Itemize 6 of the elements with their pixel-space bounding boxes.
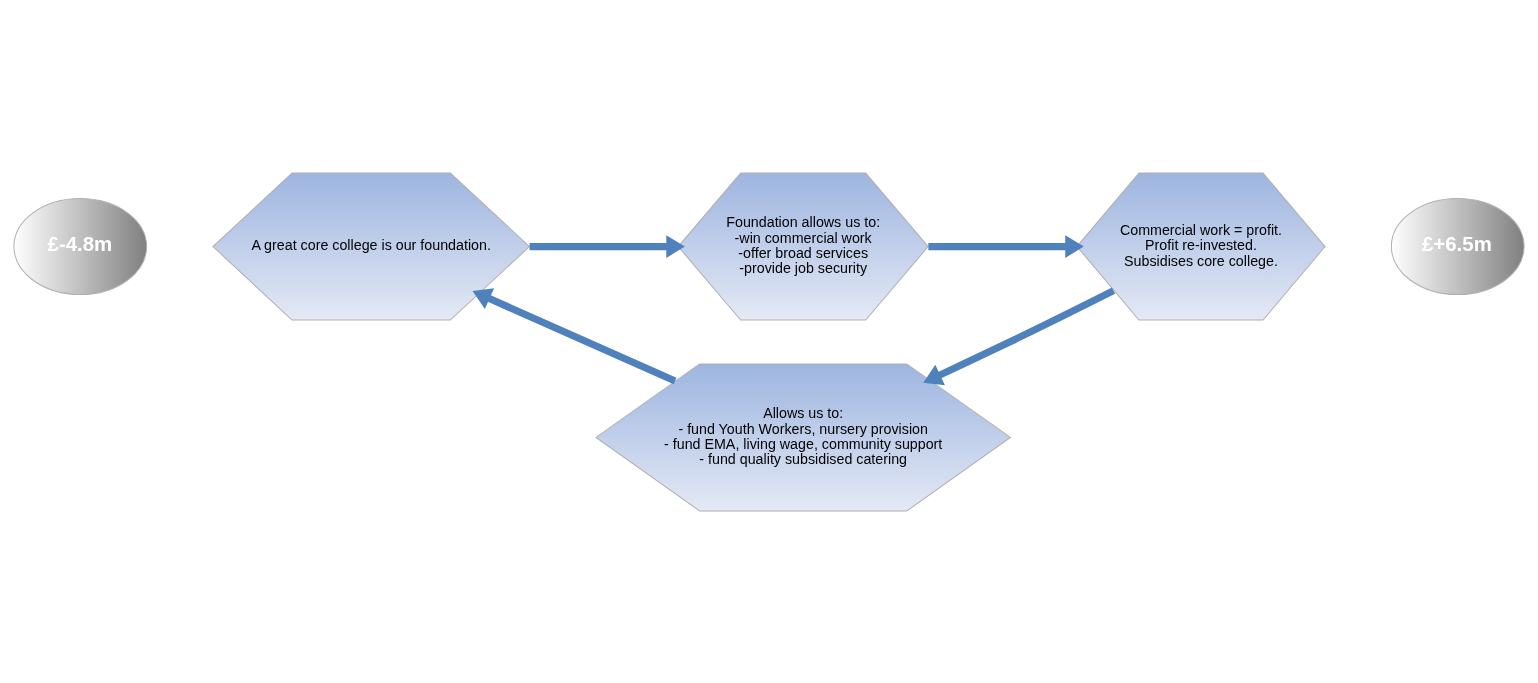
arrow — [928, 234, 1084, 258]
node-ellipse: £+6.5m — [1390, 197, 1525, 295]
arrow — [529, 234, 685, 258]
node-ellipse: £-4.8m — [13, 197, 148, 295]
arrow — [472, 287, 677, 384]
arrow — [923, 286, 1116, 385]
